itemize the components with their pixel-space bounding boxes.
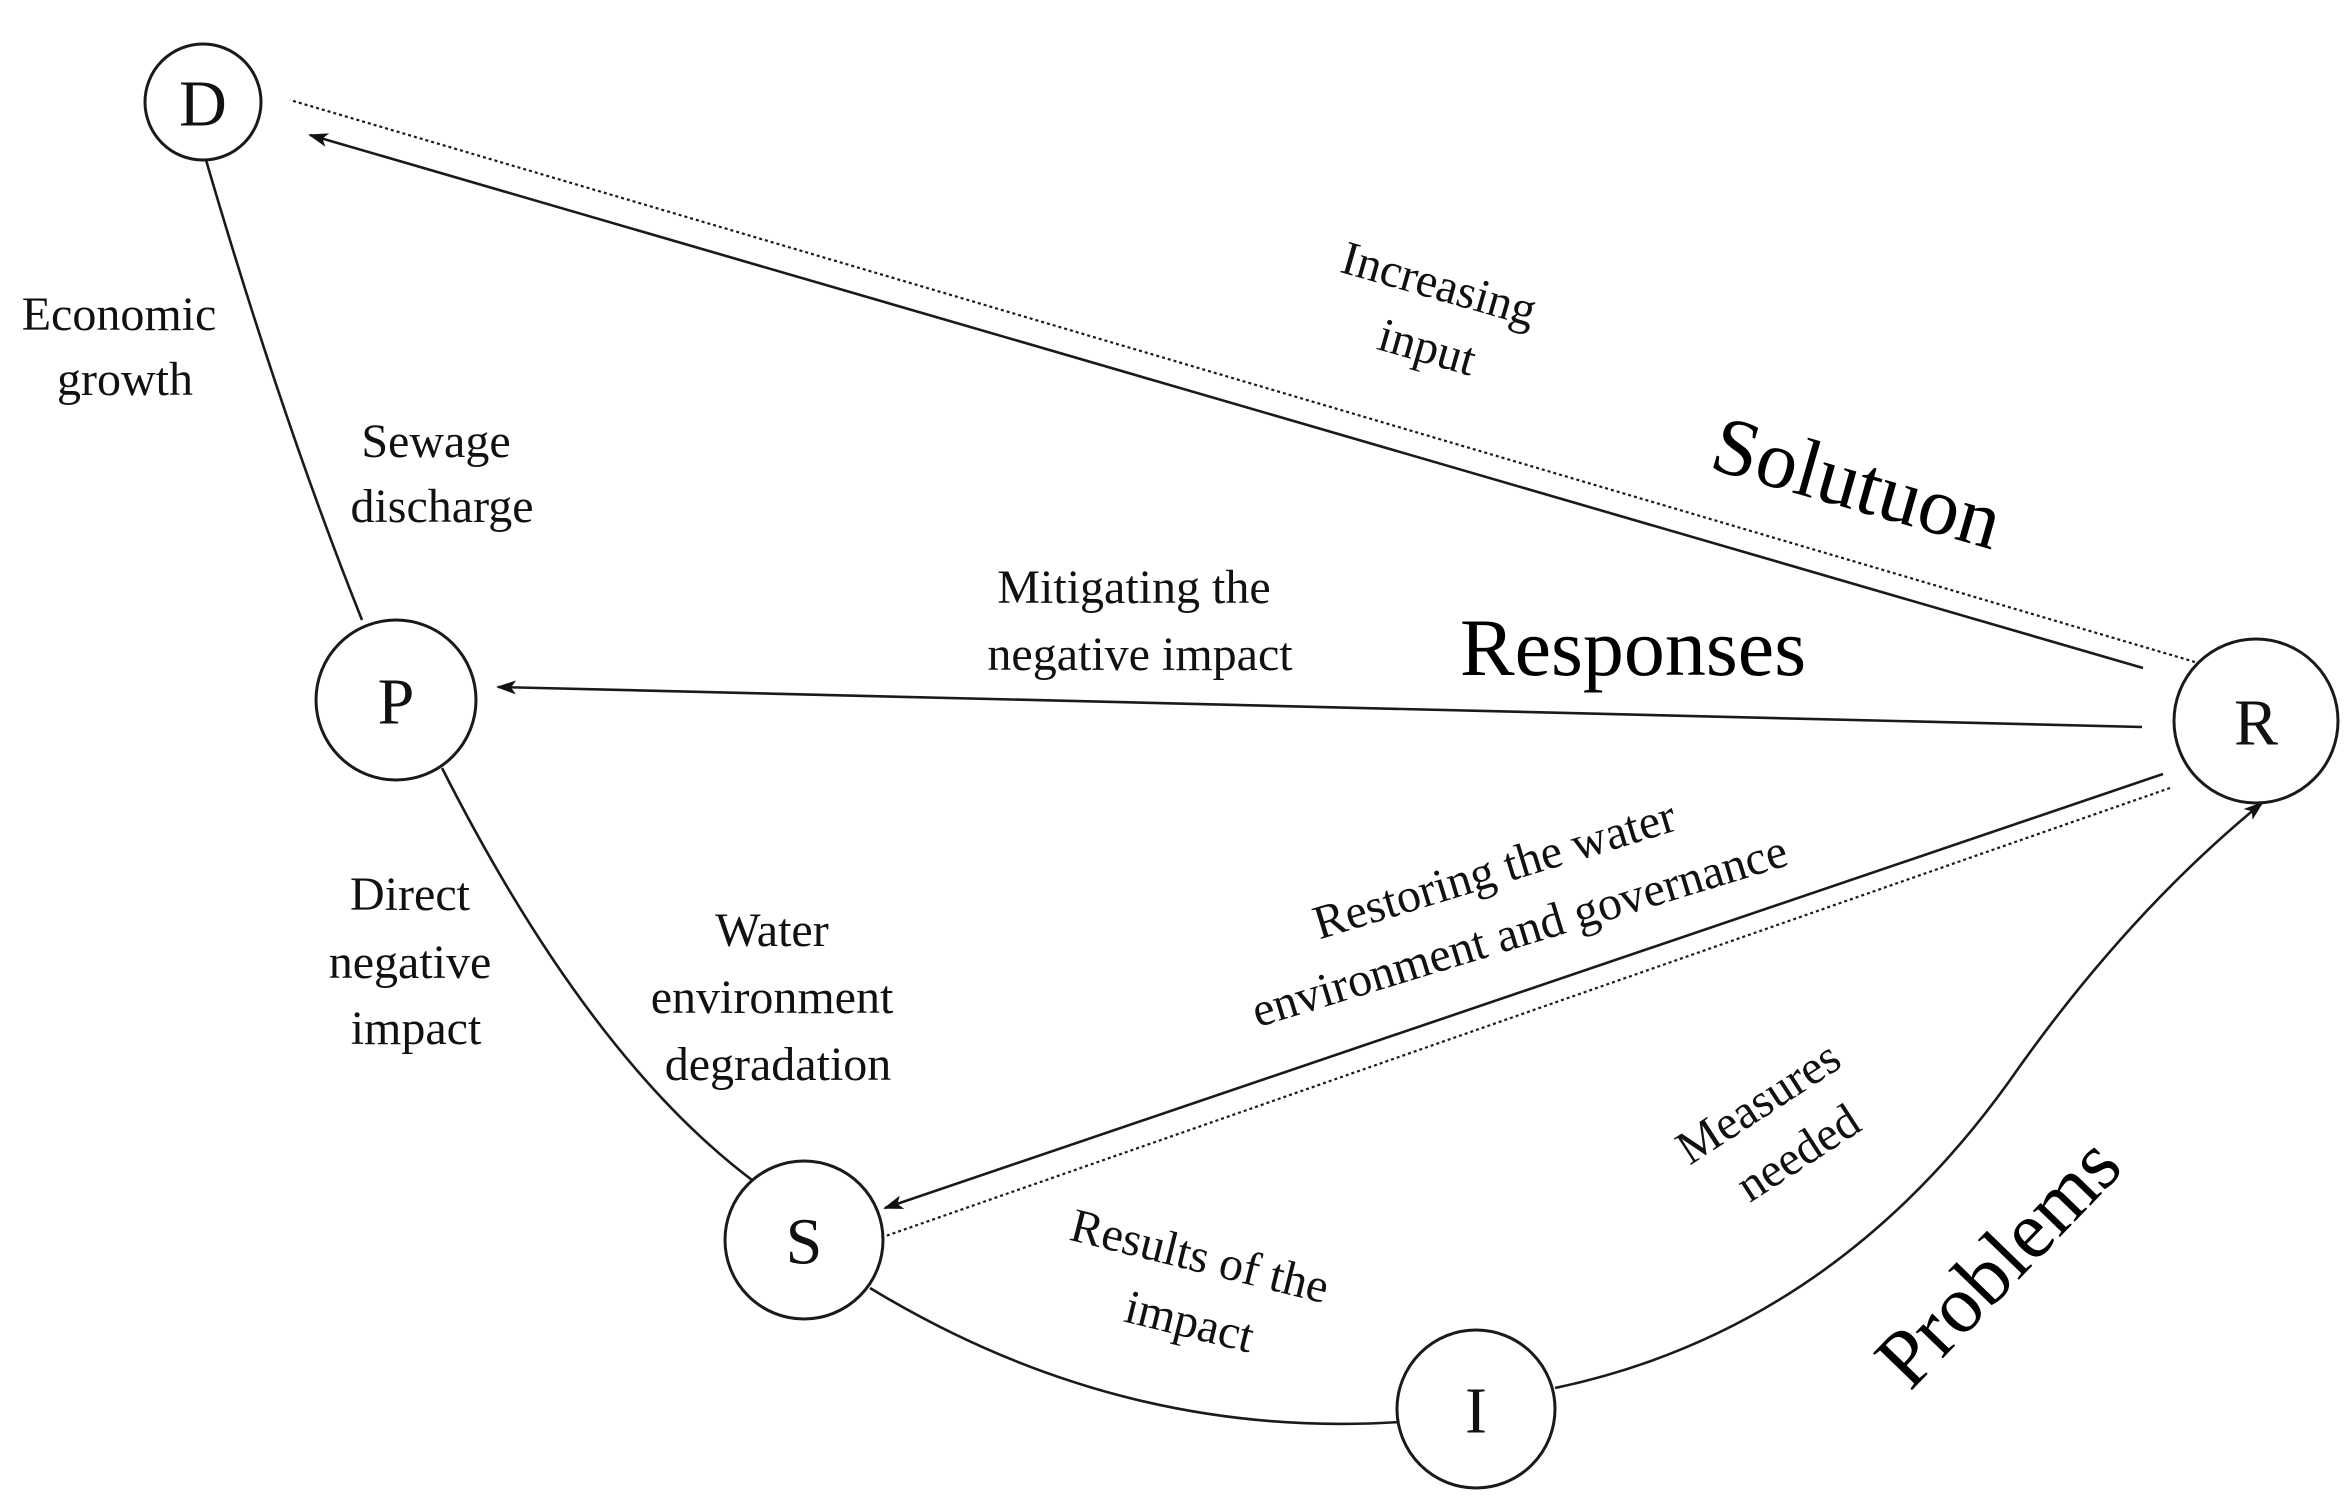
edge-r-s-arrow	[883, 772, 2164, 1210]
node-r: R	[2172, 637, 2340, 805]
label-results-of-the-impact: Results of the impact	[1049, 1199, 1346, 1381]
node-r-label: R	[2234, 687, 2278, 760]
label-economic-growth: Economic growth	[22, 288, 229, 406]
label-water-environment-degradation: Water environment degradation	[651, 904, 906, 1091]
label-increasing-input: Increasing input	[1318, 231, 1554, 402]
label-responses: Responses	[1460, 602, 1806, 693]
edge-r-d-arrow	[308, 133, 2144, 670]
edge-d-p	[204, 159, 364, 621]
edge-i-r-arrow	[1554, 801, 2264, 1390]
node-p-label: P	[378, 666, 415, 739]
node-s-label: S	[786, 1206, 823, 1279]
node-d-label: D	[179, 68, 227, 141]
label-direct-negative-impact: Direct negative impact	[329, 868, 504, 1055]
label-problems: Problems	[1857, 1119, 2138, 1405]
edge-r-d-dotted	[289, 98, 2196, 664]
edge-p-s	[440, 767, 757, 1185]
node-s: S	[723, 1159, 885, 1321]
label-solution: Solutuon	[1702, 398, 2012, 567]
edge-s-i	[869, 1286, 1401, 1426]
label-measures-needed: Measures needed	[1667, 1024, 1895, 1229]
label-mitigating-negative-impact: Mitigating the negative impact	[987, 561, 1293, 681]
edge-r-p-arrow	[496, 680, 2143, 729]
label-sewage-discharge: Sewage discharge	[350, 415, 533, 533]
node-i-label: I	[1465, 1375, 1487, 1448]
node-d: D	[143, 42, 263, 162]
node-i: I	[1395, 1328, 1557, 1490]
node-p: P	[314, 618, 478, 782]
